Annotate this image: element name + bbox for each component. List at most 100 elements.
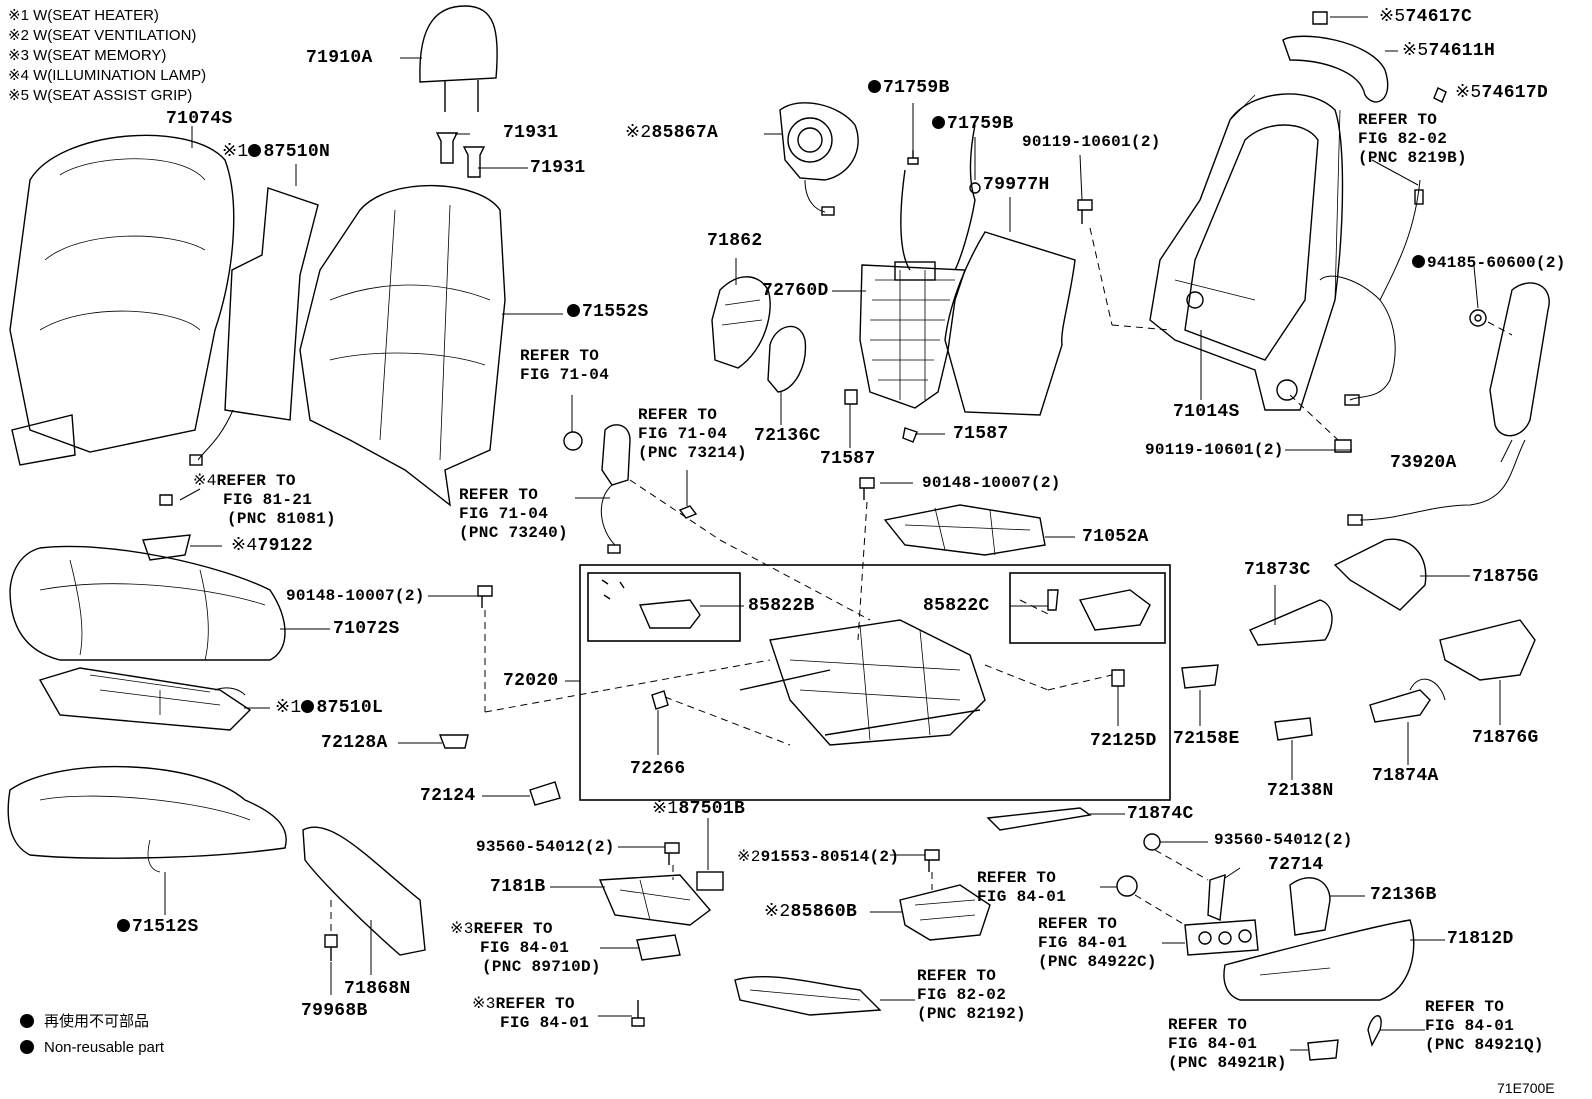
part-label[interactable]: 72125D bbox=[1090, 731, 1157, 751]
part-label[interactable]: 71874C bbox=[1127, 804, 1194, 824]
motor-85822B bbox=[601, 579, 701, 629]
part-label[interactable]: 72266 bbox=[630, 759, 686, 779]
part-label[interactable]: 73920A bbox=[1390, 453, 1457, 473]
knob-refer-84-01 bbox=[1116, 875, 1138, 897]
part-label[interactable]: 71862 bbox=[707, 231, 763, 251]
motor-85822C bbox=[1047, 589, 1151, 631]
part-label[interactable]: 71587 bbox=[820, 449, 876, 469]
leader-lines bbox=[164, 16, 1513, 1051]
part-label[interactable]: 72760D bbox=[762, 281, 829, 301]
bolt-90148-left bbox=[477, 585, 493, 608]
part-label[interactable]: 71931 bbox=[503, 123, 559, 143]
cover-71862 bbox=[711, 276, 771, 369]
part-label[interactable]: 71759B bbox=[868, 79, 950, 98]
clip-79968B bbox=[324, 934, 338, 961]
relay-87501B bbox=[696, 871, 724, 891]
part-label[interactable]: 71074S bbox=[166, 109, 233, 129]
part-label[interactable]: 85822B bbox=[748, 596, 815, 616]
headrest-support-71931 bbox=[435, 132, 486, 178]
figure-id: 71E700E bbox=[1497, 1080, 1555, 1096]
bracket-72714 bbox=[1207, 873, 1226, 922]
part-label[interactable]: 71931 bbox=[530, 158, 586, 178]
part-label[interactable]: 71512S bbox=[117, 918, 199, 937]
part-label[interactable]: 71875G bbox=[1472, 567, 1539, 587]
part-label[interactable]: 71876G bbox=[1472, 728, 1539, 748]
part-label[interactable]: 93560-54012(2) bbox=[1214, 831, 1353, 849]
part-label[interactable]: 72136C bbox=[754, 426, 821, 446]
part-label[interactable]: 90119-10601(2) bbox=[1022, 133, 1161, 151]
part-label[interactable]: ※285867A bbox=[625, 123, 719, 143]
part-label[interactable]: 72136B bbox=[1370, 885, 1437, 905]
guide-parts bbox=[563, 424, 698, 554]
part-label[interactable]: 72124 bbox=[420, 786, 476, 806]
non-reusable-dot-icon bbox=[20, 1040, 34, 1054]
part-label[interactable]: 90148-10007(2) bbox=[286, 587, 425, 605]
part-label[interactable]: 72138N bbox=[1267, 781, 1334, 801]
part-label[interactable]: ※574617D bbox=[1455, 83, 1549, 103]
part-label[interactable]: ※574611H bbox=[1402, 41, 1496, 61]
legend-jp: 再使用不可部品 bbox=[20, 1012, 149, 1032]
nut-94185 bbox=[1469, 309, 1487, 327]
seatback-pad-71552S bbox=[299, 184, 506, 507]
part-label[interactable]: 71812D bbox=[1447, 929, 1514, 949]
part-label[interactable]: ※285860B bbox=[764, 902, 858, 922]
part-label[interactable]: 72714 bbox=[1268, 855, 1324, 875]
part-label[interactable]: 71873C bbox=[1244, 560, 1311, 580]
part-label[interactable]: 71072S bbox=[333, 619, 400, 639]
recliner-cable-71052A bbox=[883, 504, 1046, 556]
part-label[interactable]: ※187501B bbox=[652, 799, 746, 819]
legend-en-text: Non-reusable part bbox=[44, 1039, 165, 1056]
part-label[interactable]: 94185-60600(2) bbox=[1412, 254, 1566, 273]
part-label[interactable]: 71552S bbox=[567, 303, 649, 322]
part-label[interactable]: 71868N bbox=[344, 979, 411, 999]
seat-adjuster-72020 bbox=[739, 619, 986, 746]
side-airbag-73920A bbox=[1347, 282, 1550, 526]
bolt-93560-left bbox=[664, 842, 680, 865]
lumbar-support-72760D bbox=[859, 261, 966, 409]
bolt-93560-right bbox=[1143, 833, 1161, 851]
part-label[interactable]: 93560-54012(2) bbox=[476, 838, 615, 856]
side-shield-71868N bbox=[302, 826, 426, 956]
refer-to-81-21[interactable]: ※4REFER TO FIG 81-21 (PNC 81081) bbox=[193, 472, 336, 528]
part-label[interactable]: 90148-10007(2) bbox=[922, 474, 1061, 492]
clip-71587 bbox=[844, 389, 918, 443]
part-label[interactable]: 71587 bbox=[953, 424, 1009, 444]
cover-72158E bbox=[1181, 664, 1219, 689]
part-label[interactable]: 72158E bbox=[1173, 729, 1240, 749]
part-label[interactable]: 90119-10601(2) bbox=[1145, 441, 1284, 459]
part-label[interactable]: 72128A bbox=[321, 733, 388, 753]
grip-cap-74617C bbox=[1312, 11, 1328, 25]
switch-84922C bbox=[1184, 919, 1259, 956]
part-label[interactable]: 72020 bbox=[503, 671, 559, 691]
part-label[interactable]: 71910A bbox=[306, 48, 373, 68]
part-label[interactable]: ※291553-80514(2) bbox=[737, 848, 900, 866]
refer-to-84-01-bolt[interactable]: ※3REFER TO FIG 84-01 bbox=[472, 995, 590, 1032]
part-label[interactable]: 7181B bbox=[490, 877, 546, 897]
part-label[interactable]: 71014S bbox=[1173, 402, 1240, 422]
ecu-89710D bbox=[636, 934, 681, 961]
knob-84921Q bbox=[1367, 1015, 1382, 1047]
note-5: ※5 W(SEAT ASSIST GRIP) bbox=[8, 87, 193, 104]
part-label[interactable]: 79968B bbox=[301, 1001, 368, 1021]
refer-to-84-01-89710D[interactable]: ※3REFER TO FIG 84-01 (PNC 89710D) bbox=[450, 920, 601, 976]
non-reusable-dot-icon bbox=[301, 700, 315, 713]
part-label[interactable]: ※574617C bbox=[1379, 7, 1473, 27]
part-label[interactable]: 79977H bbox=[983, 175, 1050, 195]
part-label[interactable]: ※479122 bbox=[231, 536, 313, 556]
part-label[interactable]: 71759B bbox=[932, 115, 1014, 134]
illumination-lamp-79122 bbox=[142, 494, 191, 561]
part-label[interactable]: 71874A bbox=[1372, 766, 1439, 786]
part-label[interactable]: 85822C bbox=[923, 596, 990, 616]
part-label[interactable]: 71052A bbox=[1082, 527, 1149, 547]
